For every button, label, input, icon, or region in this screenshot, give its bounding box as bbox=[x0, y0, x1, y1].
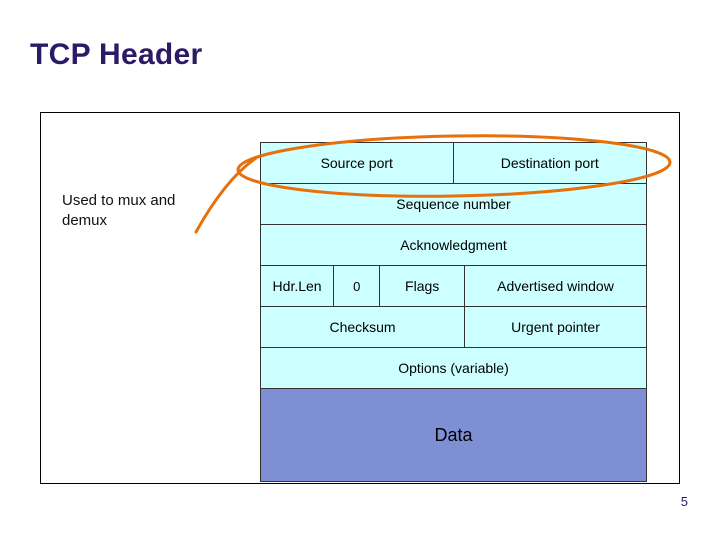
cell-acknowledgment: Acknowledgment bbox=[400, 237, 507, 253]
page-title: TCP Header bbox=[30, 38, 203, 71]
cell-checksum: Checksum bbox=[261, 307, 466, 347]
diagram-row-acknowledgment: Acknowledgment bbox=[261, 225, 646, 266]
page-number: 5 bbox=[680, 494, 688, 509]
diagram-row-flags: Hdr.Len 0 Flags Advertised window bbox=[261, 266, 646, 307]
cell-flags: Flags bbox=[380, 266, 466, 306]
cell-urgent-pointer: Urgent pointer bbox=[511, 319, 600, 335]
diagram-row-options: Options (variable) bbox=[261, 348, 646, 389]
diagram-row-ports: Source port Destination port bbox=[261, 143, 646, 184]
cell-options: Options (variable) bbox=[398, 360, 509, 376]
diagram-row-checksum: Checksum Urgent pointer bbox=[261, 307, 646, 348]
cell-hdr-len: Hdr.Len bbox=[261, 266, 335, 306]
cell-source-port: Source port bbox=[261, 143, 454, 183]
diagram-row-data: Data bbox=[261, 389, 646, 481]
annotation-label: Used to mux and demux bbox=[62, 192, 176, 229]
cell-data: Data bbox=[434, 424, 473, 445]
diagram-row-sequence: Sequence number bbox=[261, 184, 646, 225]
cell-sequence-number: Sequence number bbox=[396, 196, 511, 212]
cell-destination-port: Destination port bbox=[500, 155, 599, 171]
cell-advertised-window: Advertised window bbox=[497, 278, 614, 294]
tcp-header-diagram: Source port Destination port Sequence nu… bbox=[260, 142, 647, 482]
cell-reserved-zero: 0 bbox=[334, 266, 381, 306]
